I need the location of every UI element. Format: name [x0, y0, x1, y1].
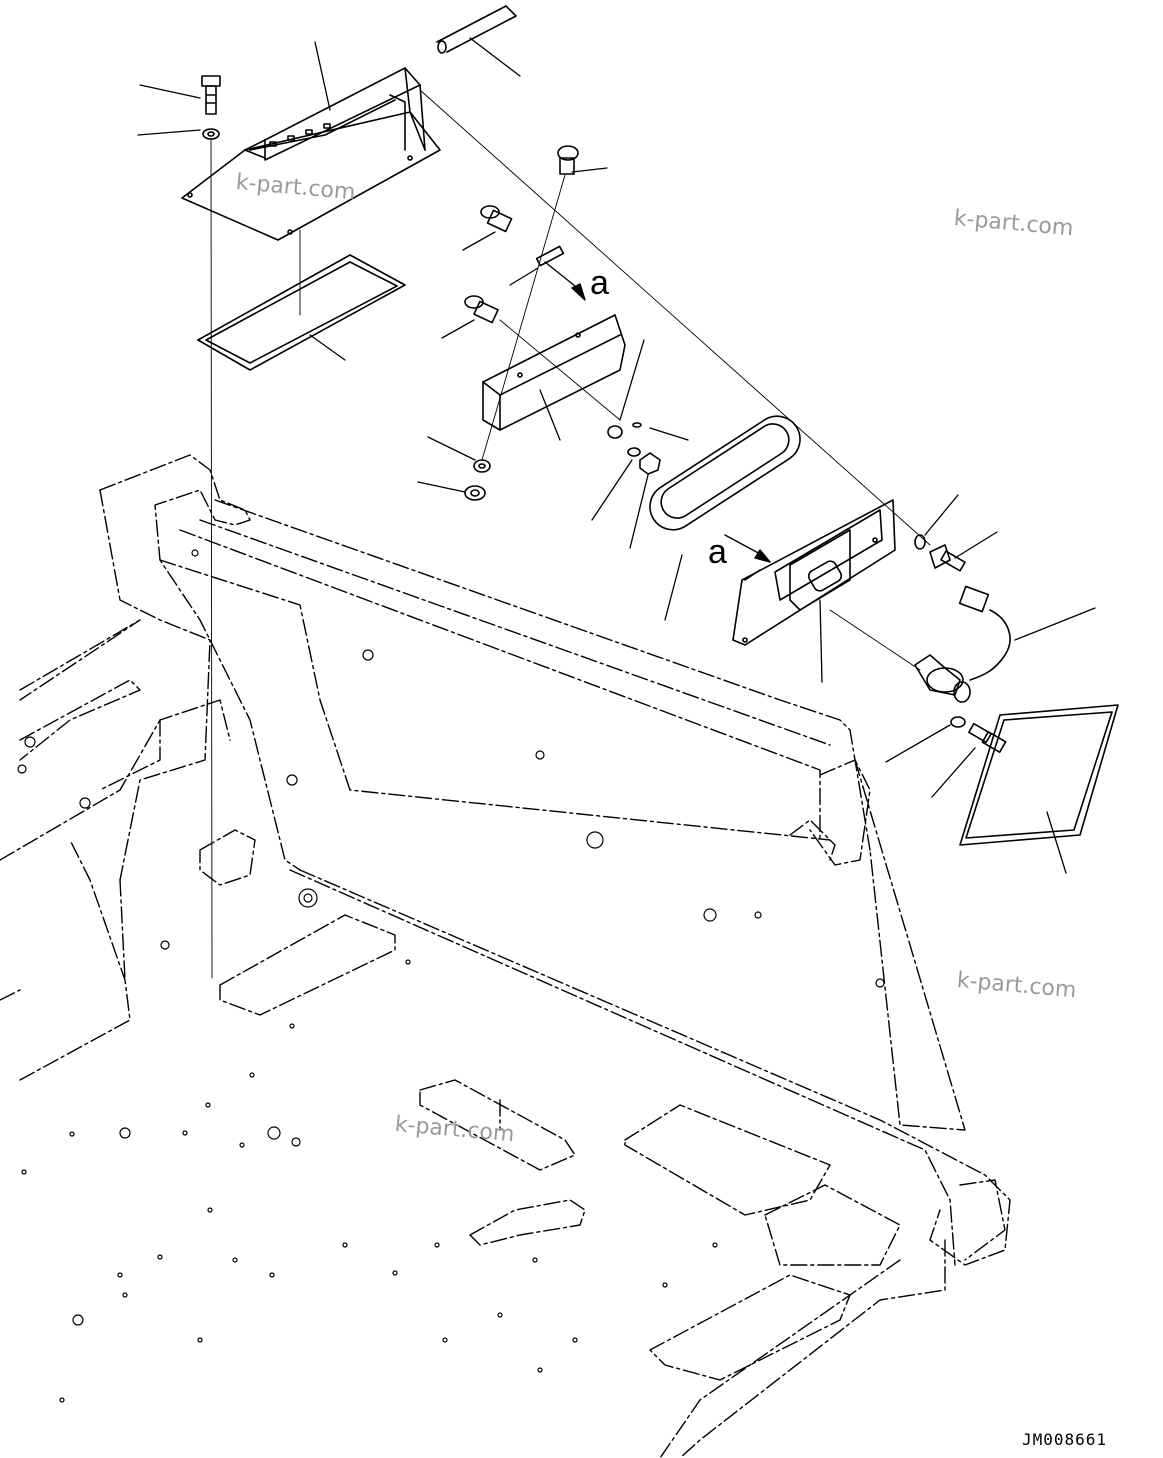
bolt-lower-right — [950, 716, 1007, 753]
frame-holes — [17, 549, 885, 1403]
duct-gasket — [197, 254, 406, 371]
leader-lines — [137, 37, 1096, 874]
center-lines — [210, 89, 931, 979]
cab-frame — [0, 454, 1011, 1458]
detail-a-label-lower: a — [708, 533, 727, 571]
actuator-motor — [914, 585, 1011, 703]
washers — [464, 422, 661, 501]
detail-a-label-upper: a — [590, 264, 609, 302]
air-duct — [181, 67, 441, 241]
damper-plate — [732, 499, 896, 646]
detail-arrows — [544, 261, 771, 563]
drawing-code: JM008661 — [1022, 1430, 1108, 1449]
louver-flap — [482, 314, 626, 431]
opening-seal — [649, 415, 801, 531]
hose — [436, 5, 517, 54]
bolt-right — [914, 534, 966, 572]
pin-clip — [535, 245, 565, 267]
bolt-left — [201, 75, 221, 140]
bolt-upper — [464, 145, 579, 324]
filter-gasket — [959, 704, 1119, 846]
